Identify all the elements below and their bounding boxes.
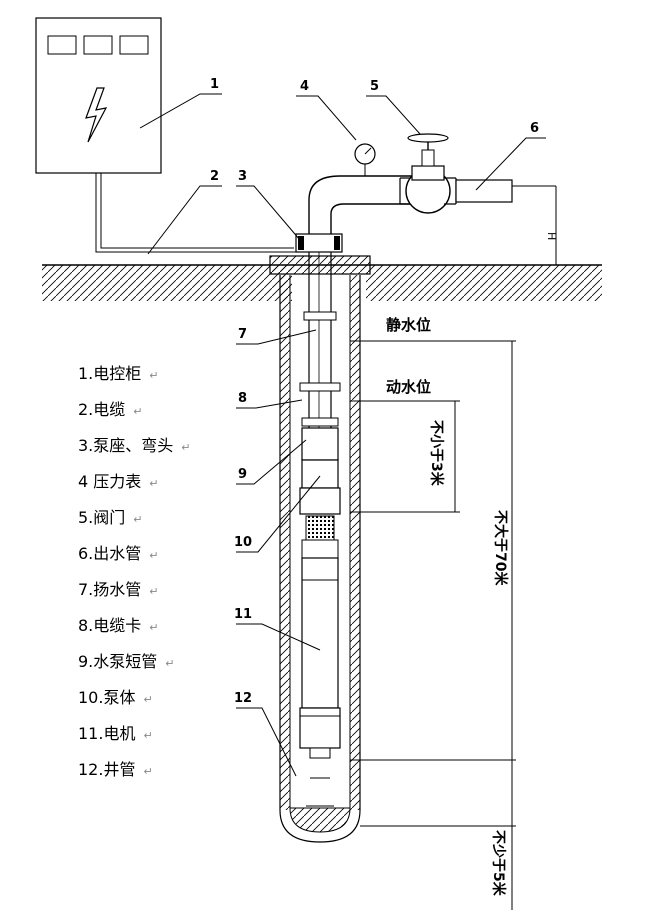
callout-1: 1 <box>210 77 219 92</box>
pump-body <box>299 427 341 559</box>
legend-item: 8.电缆卡↵ <box>78 616 159 635</box>
legend-item: 6.出水管↵ <box>78 544 159 563</box>
callout-5: 5 <box>370 79 379 94</box>
legend-item: 9.水泵短管↵ <box>78 652 175 671</box>
well-casing <box>279 275 361 843</box>
callout-3: 3 <box>238 169 247 184</box>
parts-legend: 1.电控柜↵ 2.电缆↵ 3.泵座、弯头↵ 4 压力表↵ 5.阀门↵ 6.出水管… <box>78 362 278 794</box>
callout-2: 2 <box>210 169 219 184</box>
legend-item: 11.电机↵ <box>78 724 153 743</box>
callout-leaders <box>139 93 546 777</box>
pressure-gauge <box>354 143 376 176</box>
valve <box>399 133 457 214</box>
lightning-icon <box>85 87 108 143</box>
callout-7: 7 <box>238 327 247 342</box>
legend-item: 12.井管↵ <box>78 760 153 779</box>
pump-seat-elbow <box>295 175 420 253</box>
min-bottom-clearance-label: 不少于5米 <box>490 830 507 897</box>
legend-item: 7.扬水管↵ <box>78 580 159 599</box>
callout-6: 6 <box>530 121 539 136</box>
cable <box>95 173 299 253</box>
height-mark: H <box>545 232 558 240</box>
min-submergence-label: 不小于3米 <box>428 420 445 487</box>
legend-item: 10.泵体↵ <box>78 688 153 707</box>
legend-item: 3.泵座、弯头↵ <box>78 436 191 455</box>
callout-12: 12 <box>234 691 252 706</box>
callout-10: 10 <box>234 535 252 550</box>
callout-8: 8 <box>238 391 247 406</box>
callout-11: 11 <box>234 607 252 622</box>
max-depth-label: 不大于70米 <box>492 510 509 586</box>
legend-item: 2.电缆↵ <box>78 400 143 419</box>
control-cabinet <box>35 17 162 174</box>
dynamic-water-level-label: 动水位 <box>386 378 431 396</box>
outlet-pipe <box>455 179 557 265</box>
pump-intake-mesh <box>305 515 335 541</box>
callout-4: 4 <box>300 79 309 94</box>
callout-9: 9 <box>238 467 247 482</box>
legend-item: 5.阀门↵ <box>78 508 143 527</box>
motor <box>299 557 341 759</box>
dimension-lines <box>350 340 516 910</box>
callout-numbers: 1 2 3 4 5 6 7 8 9 10 11 12 <box>210 77 539 706</box>
static-water-level-label: 静水位 <box>386 316 431 334</box>
cable-clamps <box>299 311 341 427</box>
legend-item: 1.电控柜↵ <box>78 364 159 383</box>
legend-item: 4 压力表↵ <box>78 472 159 491</box>
wellhead-flange <box>269 255 371 275</box>
